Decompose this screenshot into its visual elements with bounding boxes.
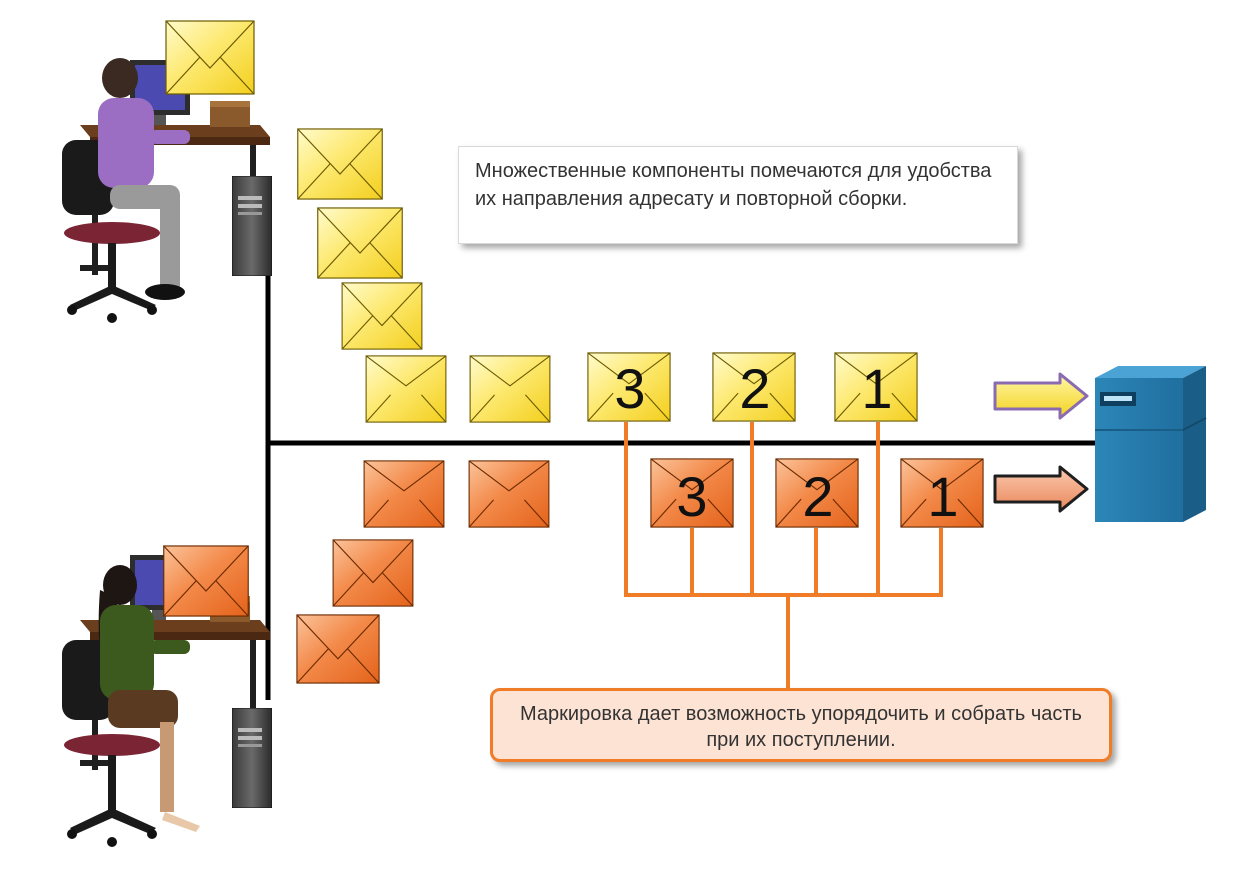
user-female-workstation [62,555,272,847]
orange-envelope [296,614,380,684]
orange-envelope [363,460,445,528]
yellow-number-1: 1 [861,357,892,420]
yellow-envelope [317,207,403,279]
yellow-envelope [297,128,383,200]
sequence-numbers: 3 2 1 3 2 1 [614,357,958,528]
user-male-workstation [62,58,272,323]
yellow-number-2: 2 [739,357,770,420]
server-icon [1095,366,1207,522]
network-bus [265,230,1098,700]
callout-components-labeled: Множественные компоненты помечаются для … [458,146,1018,244]
callout-bottom-text: Маркировка дает возможность упорядочить … [520,703,1082,751]
orange-envelope [332,539,414,607]
yellow-arrow [993,372,1089,420]
orange-envelope [468,460,550,528]
orange-envelopes [163,458,984,684]
orange-number-1: 1 [927,465,958,528]
yellow-envelope [165,20,255,95]
yellow-envelope [469,355,551,423]
callout-labeling-reassembly: Маркировка дает возможность упорядочить … [490,688,1112,762]
orange-envelope [163,545,249,617]
yellow-envelope [341,282,423,350]
yellow-number-3: 3 [614,357,645,420]
label-bracket [624,422,943,690]
orange-number-2: 2 [802,465,833,528]
callout-top-text: Множественные компоненты помечаются для … [475,160,992,210]
orange-arrow [993,465,1089,513]
orange-number-3: 3 [676,465,707,528]
yellow-envelope [365,355,447,423]
